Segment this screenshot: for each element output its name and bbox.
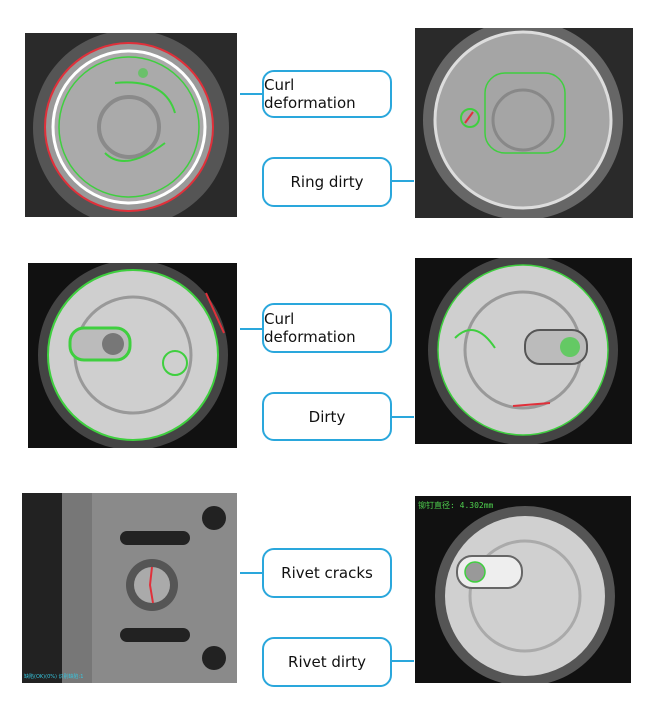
connector-line xyxy=(392,660,414,662)
connector-line xyxy=(240,93,262,95)
can-image-rivet-dirty: 铆钉直径: 4.302mm xyxy=(415,496,631,683)
can-image-dirty xyxy=(415,258,632,444)
connector-line xyxy=(392,416,414,418)
connector-line xyxy=(240,328,262,330)
can-image-rivet-cracks: 缺陷(OK)(0%) 识别缺陷:1 xyxy=(22,493,237,683)
label-ring-dirty: Ring dirty xyxy=(262,157,392,207)
label-rivet-dirty: Rivet dirty xyxy=(262,637,392,687)
can-image-curl-deformation-2 xyxy=(28,263,237,448)
can-image-curl-deformation-1 xyxy=(25,33,237,217)
connector-line xyxy=(240,572,262,574)
label-curl-deformation: Curl deformation xyxy=(262,70,392,118)
connector-line xyxy=(392,180,414,182)
status-overlay-text: 缺陷(OK)(0%) 识别缺陷:1 xyxy=(24,674,84,680)
label-rivet-cracks: Rivet cracks xyxy=(262,548,392,598)
label-dirty: Dirty xyxy=(262,392,392,441)
can-image-ring-dirty xyxy=(415,28,633,218)
label-curl-deformation: Curl deformation xyxy=(262,303,392,353)
rivet-diameter-readout: 铆钉直径: 4.302mm xyxy=(418,501,494,510)
